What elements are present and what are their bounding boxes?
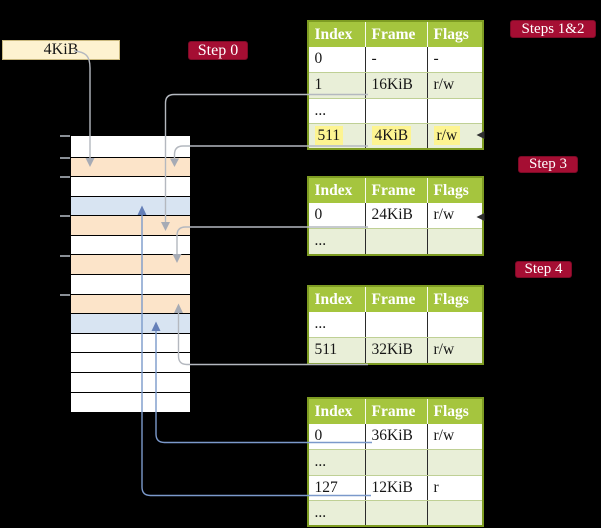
memory-frame-free [71, 135, 190, 158]
table-row: ... [308, 500, 482, 526]
table-cell: 511 [309, 338, 366, 363]
step-4-badge: Step 4 [515, 261, 572, 278]
table-cell [366, 98, 428, 124]
column-header: Flags [433, 290, 469, 308]
memory-frame-free [71, 275, 190, 295]
table-row: ... [308, 449, 482, 475]
memory-frame-page-table [71, 255, 190, 276]
column-header: Frame [366, 398, 428, 424]
column-header: Flags [433, 25, 469, 43]
table-cell [366, 311, 428, 338]
column-header: Flags [433, 181, 469, 199]
table-cell: r/w [428, 124, 482, 148]
memory-frame-free [71, 177, 190, 197]
memory-frame-free [71, 353, 190, 374]
memory-frame-free [71, 392, 190, 413]
address-tick [60, 156, 70, 159]
table-cell: 32KiB [366, 338, 428, 363]
table-cell: r/w [433, 341, 455, 359]
table-row: ... [308, 97, 482, 124]
table-row: 0-- [308, 46, 482, 73]
physical-memory-column [70, 134, 191, 414]
memory-frame-mapped-page [71, 314, 190, 334]
table-cell: 4KiB [366, 124, 428, 149]
table-cell: - [433, 49, 439, 67]
table-cell [366, 229, 428, 254]
memory-frame-free [71, 333, 190, 354]
address-tick [60, 294, 70, 296]
table-cell [428, 450, 482, 474]
table-cell [428, 501, 482, 525]
memory-frame-page-table [71, 157, 190, 178]
memory-frame-page-table [71, 294, 190, 315]
table-cell [366, 450, 428, 475]
highlighted-value: 4KiB [371, 126, 412, 146]
step-3-badge: Step 3 [518, 156, 578, 173]
address-tick [60, 254, 70, 257]
highlighted-value: r/w [433, 126, 461, 146]
page-table-base-register-box: 4KiB [2, 40, 120, 60]
column-header: Index [309, 21, 366, 47]
table-cell: r/w [433, 426, 455, 444]
column-header: Frame [366, 177, 428, 203]
address-tick [60, 215, 70, 218]
column-header: Flags [433, 402, 469, 420]
table-cell: 0 [309, 46, 366, 73]
table-cell: ... [309, 311, 366, 338]
steps-1-2-badge: Steps 1&2 [510, 20, 596, 38]
column-header: Index [309, 398, 366, 424]
column-header: Frame [366, 286, 428, 312]
address-tick [60, 176, 70, 178]
memory-frame-page-table [71, 216, 190, 236]
table-cell: 12KiB [366, 475, 428, 501]
address-tick [60, 134, 70, 137]
table-cell: r [433, 478, 439, 496]
table-cell: 511 [309, 124, 366, 149]
table-row: ... [308, 311, 482, 338]
table-cell [428, 99, 482, 123]
table-cell: 36KiB [366, 423, 428, 450]
memory-frame-free [71, 235, 190, 256]
table-cell: 0 [309, 202, 366, 229]
table-cell: ... [309, 501, 366, 526]
highlighted-value: 511 [314, 126, 344, 146]
column-header: Index [309, 286, 366, 312]
table-cell: 127 [309, 475, 366, 501]
table-row: ... [308, 228, 482, 254]
table-cell [428, 312, 482, 337]
table-cell: r/w [433, 205, 455, 223]
column-header: Frame [366, 21, 428, 47]
column-header: Index [309, 177, 366, 203]
table-cell: r/w [433, 76, 455, 94]
table-cell: ... [309, 98, 366, 124]
table-cell: ... [309, 229, 366, 254]
memory-frame-mapped-page [71, 196, 190, 217]
table-cell: 16KiB [366, 73, 428, 98]
table-cell: - [366, 46, 428, 73]
step-0-badge: Step 0 [188, 41, 248, 60]
table-cell: ... [309, 450, 366, 475]
table-cell [428, 229, 482, 253]
memory-frame-free [71, 373, 190, 393]
table-cell [366, 501, 428, 526]
table-cell: 24KiB [366, 202, 428, 229]
table-row: 511 4KiB r/w [308, 123, 482, 149]
table-cell: 0 [309, 423, 366, 450]
table-cell: 1 [309, 73, 366, 98]
